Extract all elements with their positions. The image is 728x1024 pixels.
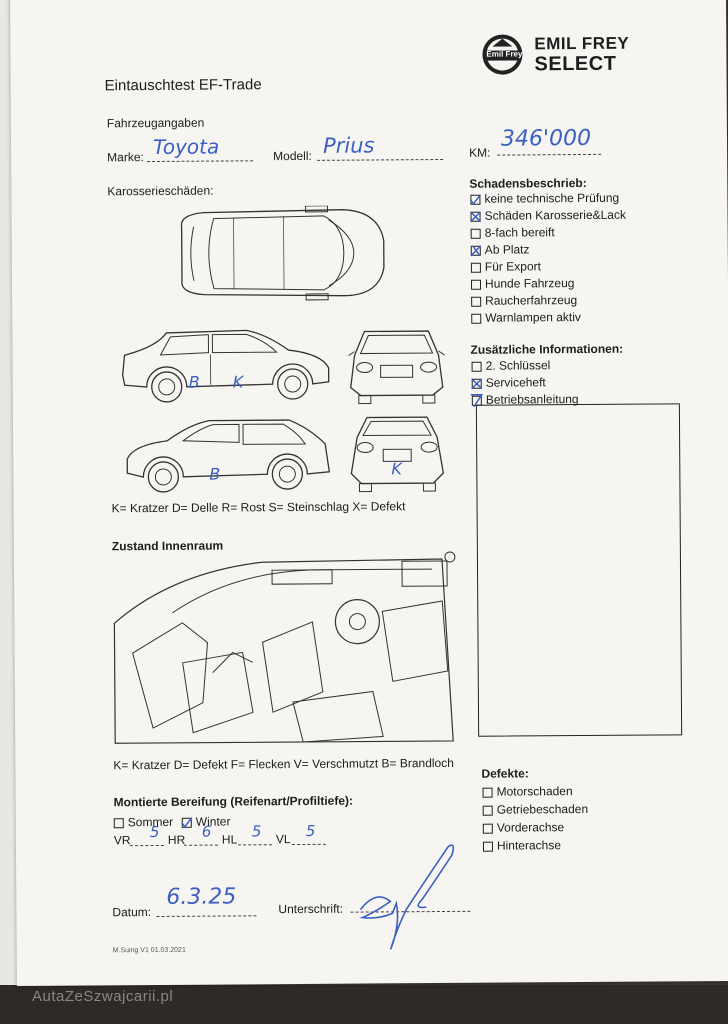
defect-item-checkbox-2[interactable] <box>482 823 493 834</box>
interior-legend: K= Kratzer D= Defekt F= Flecken V= Versc… <box>113 755 454 773</box>
additional-info-heading: Zusätzliche Informationen: <box>470 341 624 357</box>
defects-heading: Defekte: <box>481 766 529 781</box>
badge-text: Emil Frey <box>486 49 523 59</box>
form-title: Eintauschtest EF-Trade <box>104 76 262 95</box>
damage-item-label-1: Schäden Karosserie&Lack <box>484 207 627 223</box>
damage-item-checkbox-6[interactable] <box>471 296 482 307</box>
make-value: Toyota <box>152 134 220 160</box>
damage-item-label-4: Für Export <box>484 259 541 274</box>
damage-item-label-5: Hunde Fahrzeug <box>484 276 575 291</box>
defect-item-checkbox-3[interactable] <box>482 841 493 852</box>
km-value: 346'000 <box>500 125 592 152</box>
model-value: Prius <box>322 133 375 158</box>
additional-check-mark-icon-1 <box>471 378 483 390</box>
car-top-view-illustration <box>180 205 385 301</box>
side-mark-k: K <box>232 372 244 392</box>
tire-hr-value: 6 <box>201 822 212 841</box>
handwritten-signature <box>359 844 455 950</box>
car-front-illustration <box>348 330 445 405</box>
interior-illustration <box>113 551 456 744</box>
inspection-form-sheet: Emil Frey EMIL FREY SELECT Eintauschtest… <box>10 0 728 986</box>
model-line <box>317 158 444 161</box>
defect-item-checkbox-0[interactable] <box>482 787 493 798</box>
make-line <box>147 160 254 163</box>
vehicle-section-heading: Fahrzeugangaben <box>106 115 205 131</box>
damage-check-mark-icon-0 <box>469 194 481 206</box>
damage-item-label-2: 8-fach bereift <box>484 225 555 240</box>
tire-hr-label: HR <box>167 832 186 847</box>
km-label: KM: <box>469 145 491 160</box>
tire-vl-label: VL <box>275 832 291 847</box>
damage-item-checkbox-4[interactable] <box>470 262 481 273</box>
rear-mark-b: B <box>209 464 221 484</box>
tire-vr-value: 5 <box>149 822 160 842</box>
signature-label: Unterschrift: <box>278 901 344 917</box>
additional-item-label-1: Serviceheft <box>485 375 546 390</box>
defect-item-label-2: Vorderachse <box>496 820 565 835</box>
tire-hr-line <box>183 844 218 846</box>
damage-item-label-0: keine technische Prüfung <box>484 190 620 206</box>
tire-vl-value: 5 <box>305 821 316 840</box>
defect-item-checkbox-1[interactable] <box>482 805 493 816</box>
emil-frey-logo: Emil Frey EMIL FREY SELECT <box>480 32 630 83</box>
defect-item-label-0: Motorschaden <box>496 784 573 799</box>
rear-mark-k: K <box>391 459 402 479</box>
defect-item-label-1: Getriebeschaden <box>496 801 589 817</box>
model-label: Modell: <box>273 148 312 164</box>
tire-winter-check-mark-icon <box>181 817 193 829</box>
watermark: AutaZeSzwajcarii.pl <box>32 988 174 1005</box>
tire-vl-line <box>291 843 326 846</box>
tire-vr-label: VR <box>113 833 131 848</box>
notes-box[interactable] <box>475 403 683 737</box>
date-value: 6.3.25 <box>166 884 237 910</box>
brand-name-line1: EMIL FREY <box>534 33 630 54</box>
additional-item-checkbox-0[interactable] <box>471 361 482 372</box>
date-line <box>156 915 257 918</box>
tire-hl-label: HL <box>221 832 238 847</box>
make-label: Marke: <box>107 150 144 165</box>
damage-item-label-6: Raucherfahrzeug <box>485 293 578 308</box>
damage-check-mark-icon-1 <box>469 211 482 223</box>
tire-vr-line <box>129 844 164 847</box>
background-table <box>0 985 728 1024</box>
damage-item-checkbox-7[interactable] <box>471 313 482 324</box>
defect-item-label-3: Hinterachse <box>496 838 562 853</box>
tire-hl-value: 5 <box>251 822 262 841</box>
date-label: Datum: <box>112 905 152 920</box>
damage-description-heading: Schadensbeschrieb: <box>469 175 587 191</box>
damage-check-mark-icon-3 <box>470 245 482 257</box>
tire-hl-line <box>237 844 272 846</box>
body-damage-heading: Karosserieschäden: <box>107 183 214 199</box>
emil-frey-badge-icon <box>482 34 523 75</box>
damage-item-checkbox-5[interactable] <box>470 279 482 290</box>
additional-item-label-0: 2. Schlüssel <box>485 358 551 373</box>
car-side-left-illustration <box>126 419 331 493</box>
form-version: M.Suing V1 01.03.2021 <box>112 946 186 955</box>
damage-item-label-7: Warnlampen aktiv <box>485 310 581 325</box>
car-side-right-illustration <box>121 329 330 403</box>
additional-check-mark-icon-2 <box>470 393 484 408</box>
km-line <box>497 153 602 156</box>
side-mark-b: B <box>188 372 200 392</box>
tire-summer-checkbox[interactable] <box>113 818 124 829</box>
damage-item-label-3: Ab Platz <box>484 242 530 257</box>
body-damage-legend: K= Kratzer D= Delle R= Rost S= Steinschl… <box>111 499 406 516</box>
tires-heading: Montierte Bereifung (Reifenart/Profiltie… <box>113 793 354 810</box>
car-rear-illustration <box>350 416 445 493</box>
brand-name-line2: SELECT <box>534 52 617 76</box>
damage-item-checkbox-2[interactable] <box>470 228 481 239</box>
interior-heading: Zustand Innenraum <box>111 538 224 554</box>
